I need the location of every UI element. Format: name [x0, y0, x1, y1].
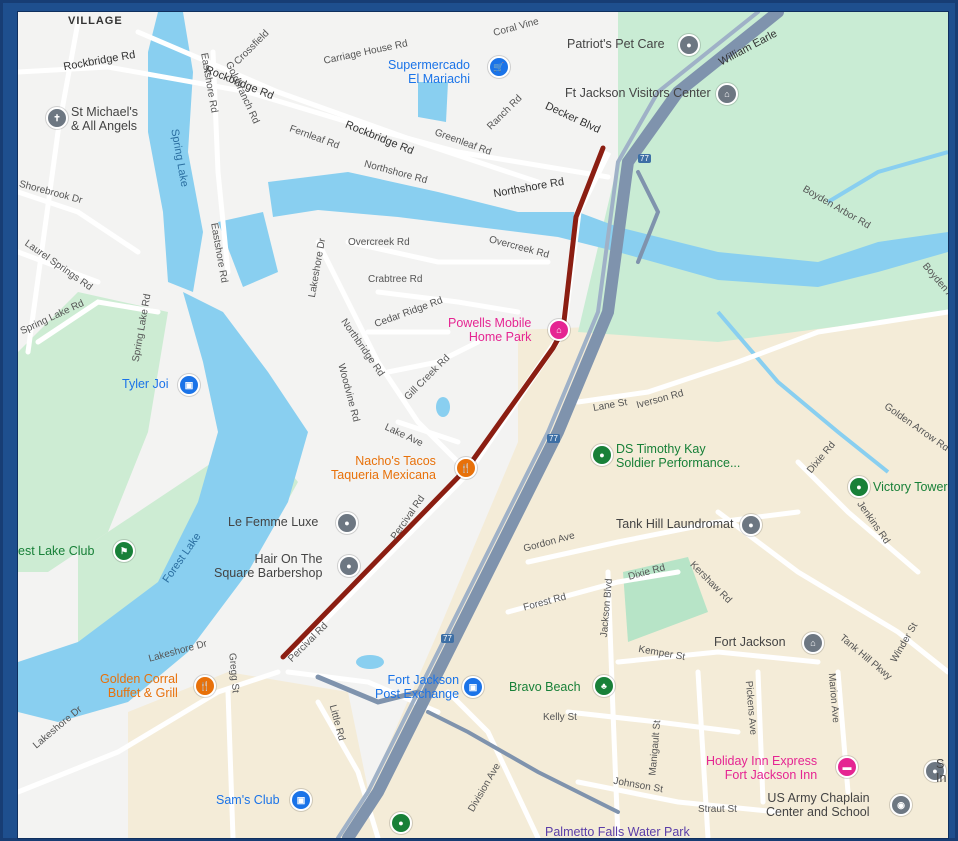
poi-label: Hair On The Square Barbershop [214, 552, 322, 580]
poi-label-line: Buffet & Grill [107, 686, 178, 700]
poi-label-line: Holiday Inn Express [706, 754, 818, 768]
shopping-bag-icon[interactable]: ▣ [178, 374, 200, 396]
poi-label-line: In [936, 771, 947, 785]
poi-label-line: Powells Mobile [448, 316, 532, 330]
poi-label-line: DS Timothy Kay [616, 442, 706, 456]
poi-label: Supermercado El Mariachi [388, 58, 470, 86]
poi-label-line: & All Angels [71, 119, 138, 133]
poi-label-line: Soldier Performance... [616, 456, 741, 470]
park-icon[interactable]: ● [591, 444, 613, 466]
poi-label: DS Timothy Kay Soldier Performance... [616, 442, 740, 470]
shopping-cart-icon[interactable]: 🛒 [488, 56, 510, 78]
landmark-icon[interactable]: ⌂ [802, 632, 824, 654]
tree-icon[interactable]: ♣ [593, 675, 615, 697]
poi-label-line: St Michael's [71, 105, 138, 119]
tower-icon[interactable]: ● [848, 476, 870, 498]
poi-label-line: Nacho's Tacos [355, 454, 436, 468]
map-canvas[interactable]: 77 77 77 VILLAGE Spring Lake Forest Lake… [17, 11, 949, 839]
street-label: Straut St [698, 804, 737, 815]
creek [716, 310, 890, 474]
i77-shield: 77 [638, 154, 651, 163]
creek-2 [826, 150, 948, 204]
poi-label-line: US Army Chaplain [767, 791, 870, 805]
poi-label: est Lake Club [18, 544, 95, 558]
park-icon[interactable]: ● [390, 812, 412, 834]
poi-label-line: Fort Jackson Inn [724, 768, 818, 782]
poi-label: Fort Jackson [714, 635, 786, 649]
poi-label: Tank Hill Laundromat [616, 517, 734, 531]
poi-label: Golden Corral Buffet & Grill [100, 672, 178, 700]
golf-icon[interactable]: ⚑ [113, 540, 135, 562]
landmark-icon[interactable]: ⌂ [716, 83, 738, 105]
restaurant-icon[interactable]: 🍴 [194, 675, 216, 697]
west-park [18, 292, 168, 572]
poi-label-line: Square Barbershop [214, 566, 323, 580]
street-label: Kelly St [543, 712, 577, 723]
poi-label-line: El Mariachi [408, 72, 470, 86]
poi-label: Patriot's Pet Care [567, 37, 665, 51]
i77-shield: 77 [547, 434, 560, 443]
place-pin-icon[interactable]: ● [678, 34, 700, 56]
poi-label-line: Fort Jackson [387, 673, 460, 687]
poi-label: Tyler Joi [122, 377, 169, 391]
poi-label-line: Center and School [766, 805, 870, 819]
place-pin-icon[interactable]: ● [336, 512, 358, 534]
poi-label: US Army Chaplain Center and School [766, 791, 870, 819]
hotel-icon[interactable]: ▬ [836, 756, 858, 778]
home-icon[interactable]: ⌂ [548, 319, 570, 341]
poi-label: Nacho's Tacos Taqueria Mexicana [331, 454, 436, 482]
poi-label-line: Hair On The [254, 552, 323, 566]
upper-pond [418, 82, 448, 122]
place-pin-icon[interactable]: ● [740, 514, 762, 536]
local-streets [18, 19, 948, 838]
small-pond [436, 397, 450, 417]
poi-label-line: Post Exchange [375, 687, 460, 701]
poi-label-line: Taqueria Mexicana [331, 468, 436, 482]
poi-label-line: Golden Corral [100, 672, 178, 686]
forest-lake [18, 292, 308, 722]
interstate-77 [315, 12, 784, 838]
map-base-layer [18, 12, 948, 838]
poi-label: Holiday Inn Express Fort Jackson Inn [706, 754, 817, 782]
poi-label: S In [936, 757, 946, 785]
poi-label: Victory Tower [873, 480, 948, 494]
small-pond-2 [356, 655, 384, 669]
poi-label: Fort Jackson Post Exchange [375, 673, 459, 701]
shopping-bag-icon[interactable]: ▣ [290, 789, 312, 811]
area-label: VILLAGE [68, 15, 123, 27]
poi-label: Palmetto Falls Water Park [545, 825, 690, 839]
school-icon[interactable]: ◉ [890, 794, 912, 816]
commercial-area [128, 672, 378, 838]
shopping-bag-icon[interactable]: ▣ [462, 676, 484, 698]
street-label: Crabtree Rd [368, 274, 423, 285]
place-pin-icon[interactable]: ● [924, 760, 946, 782]
poi-label: Powells Mobile Home Park [448, 316, 531, 344]
poi-label: Sam's Club [216, 793, 280, 807]
restaurant-icon[interactable]: 🍴 [455, 457, 477, 479]
poi-label: Ft Jackson Visitors Center [565, 86, 711, 100]
poi-label: Le Femme Luxe [228, 515, 319, 529]
poi-label: Bravo Beach [509, 680, 581, 694]
poi-label: St Michael's & All Angels [71, 105, 138, 133]
poi-label-line: Supermercado [388, 58, 470, 72]
poi-label-line: S [936, 757, 945, 771]
fort-jackson-park [578, 12, 948, 342]
i77-shield: 77 [441, 634, 454, 643]
street-label: Overcreek Rd [348, 237, 410, 248]
church-icon[interactable]: ✝ [46, 107, 68, 129]
poi-label-line: Home Park [468, 330, 532, 344]
place-pin-icon[interactable]: ● [338, 555, 360, 577]
west-pond [218, 212, 278, 287]
